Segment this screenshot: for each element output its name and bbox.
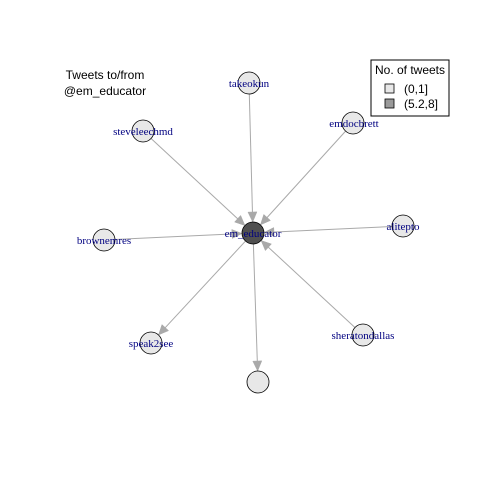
edge-alitepto <box>263 226 393 233</box>
edge-arrow-unlabeled <box>252 360 263 372</box>
edge-steveleechmd <box>150 138 246 226</box>
edge-takeokun <box>248 93 254 223</box>
legend: No. of tweets (0,1] (5.2,8] <box>370 59 450 117</box>
node-alitepto <box>391 214 415 238</box>
edge-arrow-emdocbrett <box>259 213 271 226</box>
edge-arrow-brownemres <box>231 229 243 239</box>
node-takeokun <box>237 71 261 95</box>
node-label-sheratondallas: sheratondallas <box>332 330 395 342</box>
edges-layer <box>114 93 393 372</box>
graph-title: Tweets to/from @em_educator <box>64 68 146 98</box>
node-speak2see <box>139 331 163 355</box>
legend-swatch-light <box>384 83 395 94</box>
node-emdocbrett <box>341 111 365 135</box>
node-label-steveleechmd: steveleechmd <box>113 126 173 138</box>
node-em_educator <box>241 221 265 245</box>
edge-arrow-steveleechmd <box>234 214 246 226</box>
edge-brownemres <box>114 233 243 240</box>
graph-title-line-1: Tweets to/from <box>66 68 145 82</box>
edge-arrow-sheratondallas <box>260 240 272 252</box>
node-label-brownemres: brownemres <box>77 235 131 247</box>
node-steveleechmd <box>131 119 155 143</box>
legend-item-label-dark: (5.2,8] <box>404 97 438 111</box>
edge-speak2see <box>158 240 246 336</box>
node-label-speak2see: speak2see <box>129 338 174 350</box>
node-label-alitepto: alitepto <box>387 221 420 233</box>
node-sheratondallas <box>351 323 375 347</box>
node-label-takeokun: takeokun <box>229 78 270 90</box>
graph-title-line-2: @em_educator <box>64 84 146 98</box>
node-unlabeled <box>246 370 270 394</box>
node-label-emdocbrett: emdocbrett <box>329 118 378 130</box>
legend-box <box>370 59 450 117</box>
edge-arrow-takeokun <box>247 211 258 223</box>
edge-sheratondallas <box>260 240 356 328</box>
node-brownemres <box>92 228 116 252</box>
edge-arrow-speak2see <box>158 324 170 336</box>
legend-item-label-light: (0,1] <box>404 82 428 96</box>
edge-arrow-alitepto <box>263 227 275 237</box>
labels-layer: takeokun steveleechmd emdocbrett alitepto br… <box>77 78 420 350</box>
legend-swatch-dark <box>384 98 395 109</box>
nodes-layer <box>92 71 415 394</box>
edge-unlabeled <box>252 243 259 372</box>
node-label-em_educator: em_educator <box>225 228 282 240</box>
legend-title: No. of tweets <box>375 63 445 77</box>
edge-emdocbrett <box>260 130 346 226</box>
